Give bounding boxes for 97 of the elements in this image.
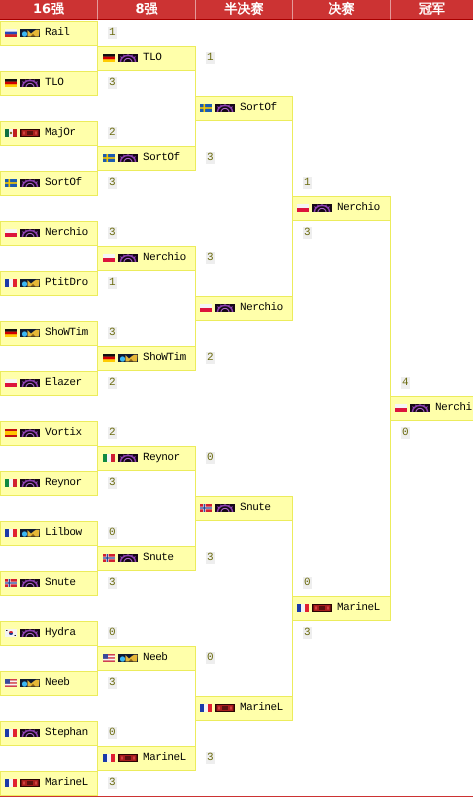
column-header: 16强 xyxy=(0,0,97,20)
player-box xyxy=(98,646,196,671)
player-name: Hydra xyxy=(45,627,76,640)
column-header: 半决赛 xyxy=(195,0,292,20)
player-box xyxy=(0,621,97,646)
player-name: SortOf xyxy=(143,152,180,165)
player-name: Rail xyxy=(45,27,70,40)
player-name: Nerchi xyxy=(435,402,472,415)
score-label: 2 xyxy=(108,427,117,439)
score-label: 1 xyxy=(108,277,117,289)
player-box xyxy=(0,571,97,596)
score-label: 3 xyxy=(206,752,215,764)
score-label: 0 xyxy=(206,652,215,664)
player-name: Snute xyxy=(143,552,174,565)
column-header: 冠军 xyxy=(390,0,473,20)
player-name: Nerchio xyxy=(337,202,380,215)
player-name: ShoWTim xyxy=(45,327,88,340)
player-box xyxy=(195,296,293,321)
score-label: 3 xyxy=(303,227,312,239)
score-label: 3 xyxy=(108,677,117,689)
player-box xyxy=(0,21,97,46)
score-label: 3 xyxy=(303,627,312,639)
score-label: 2 xyxy=(108,377,117,389)
score-label: 1 xyxy=(108,27,117,39)
player-name: Reynor xyxy=(143,452,180,465)
player-name: TLO xyxy=(143,52,162,65)
player-name: Snute xyxy=(45,577,76,590)
player-name: PtitDro xyxy=(45,277,88,290)
player-name: Nerchio xyxy=(45,227,88,240)
score-label: 3 xyxy=(108,227,117,239)
player-box xyxy=(0,171,97,196)
player-box xyxy=(98,346,196,371)
player-name: Snute xyxy=(240,502,271,515)
score-label: 3 xyxy=(108,77,117,89)
player-name: MarineL xyxy=(143,752,186,765)
player-box xyxy=(0,121,97,146)
score-label: 0 xyxy=(401,427,410,439)
score-label: 1 xyxy=(303,177,312,189)
score-label: 2 xyxy=(206,352,215,364)
player-box xyxy=(98,146,196,171)
score-label: 3 xyxy=(108,777,117,789)
player-box xyxy=(0,721,97,746)
player-box xyxy=(292,196,391,221)
player-box xyxy=(292,596,391,621)
player-name: Neeb xyxy=(143,652,168,665)
player-name: Neeb xyxy=(45,677,70,690)
player-name: SortOf xyxy=(45,177,82,190)
player-name: Nerchio xyxy=(240,302,283,315)
player-name: ShoWTim xyxy=(143,352,186,365)
player-name: Vortix xyxy=(45,427,82,440)
player-name: Stephan xyxy=(45,727,88,740)
column-header: 决赛 xyxy=(292,0,390,20)
player-box xyxy=(98,446,196,471)
player-name: TLO xyxy=(45,77,64,90)
player-box xyxy=(0,471,97,496)
score-label: 0 xyxy=(206,452,215,464)
player-box xyxy=(98,46,196,71)
player-name: Elazer xyxy=(45,377,82,390)
score-label: 1 xyxy=(206,52,215,64)
player-name: MarineL xyxy=(240,702,283,715)
score-label: 3 xyxy=(108,327,117,339)
player-box xyxy=(0,671,97,696)
player-box xyxy=(98,546,196,571)
player-box xyxy=(0,421,97,446)
score-label: 0 xyxy=(108,627,117,639)
player-box xyxy=(0,271,97,296)
score-label: 3 xyxy=(108,177,117,189)
score-label: 3 xyxy=(108,577,117,589)
player-name: MarineL xyxy=(45,777,88,790)
player-name: Reynor xyxy=(45,477,82,490)
score-label: 2 xyxy=(108,127,117,139)
player-box xyxy=(195,96,293,121)
player-name: MarineL xyxy=(337,602,380,615)
score-label: 3 xyxy=(206,152,215,164)
player-box xyxy=(0,321,97,346)
player-box xyxy=(0,771,97,796)
score-label: 0 xyxy=(108,527,117,539)
player-name: Lilbow xyxy=(45,527,82,540)
player-box xyxy=(0,221,97,246)
score-label: 4 xyxy=(401,377,410,389)
score-label: 0 xyxy=(108,727,117,739)
score-label: 3 xyxy=(108,477,117,489)
player-name: SortOf xyxy=(240,102,277,115)
player-box xyxy=(0,521,97,546)
player-name: MajOr xyxy=(45,127,76,140)
player-box xyxy=(98,746,196,771)
player-box xyxy=(98,246,196,271)
player-name: Nerchio xyxy=(143,252,186,265)
score-label: 3 xyxy=(206,552,215,564)
player-box xyxy=(0,71,97,96)
player-box xyxy=(390,396,473,421)
player-box xyxy=(195,696,293,721)
player-box xyxy=(195,496,293,521)
column-header: 8强 xyxy=(97,0,195,20)
player-box xyxy=(0,371,97,396)
score-label: 3 xyxy=(206,252,215,264)
score-label: 0 xyxy=(303,577,312,589)
